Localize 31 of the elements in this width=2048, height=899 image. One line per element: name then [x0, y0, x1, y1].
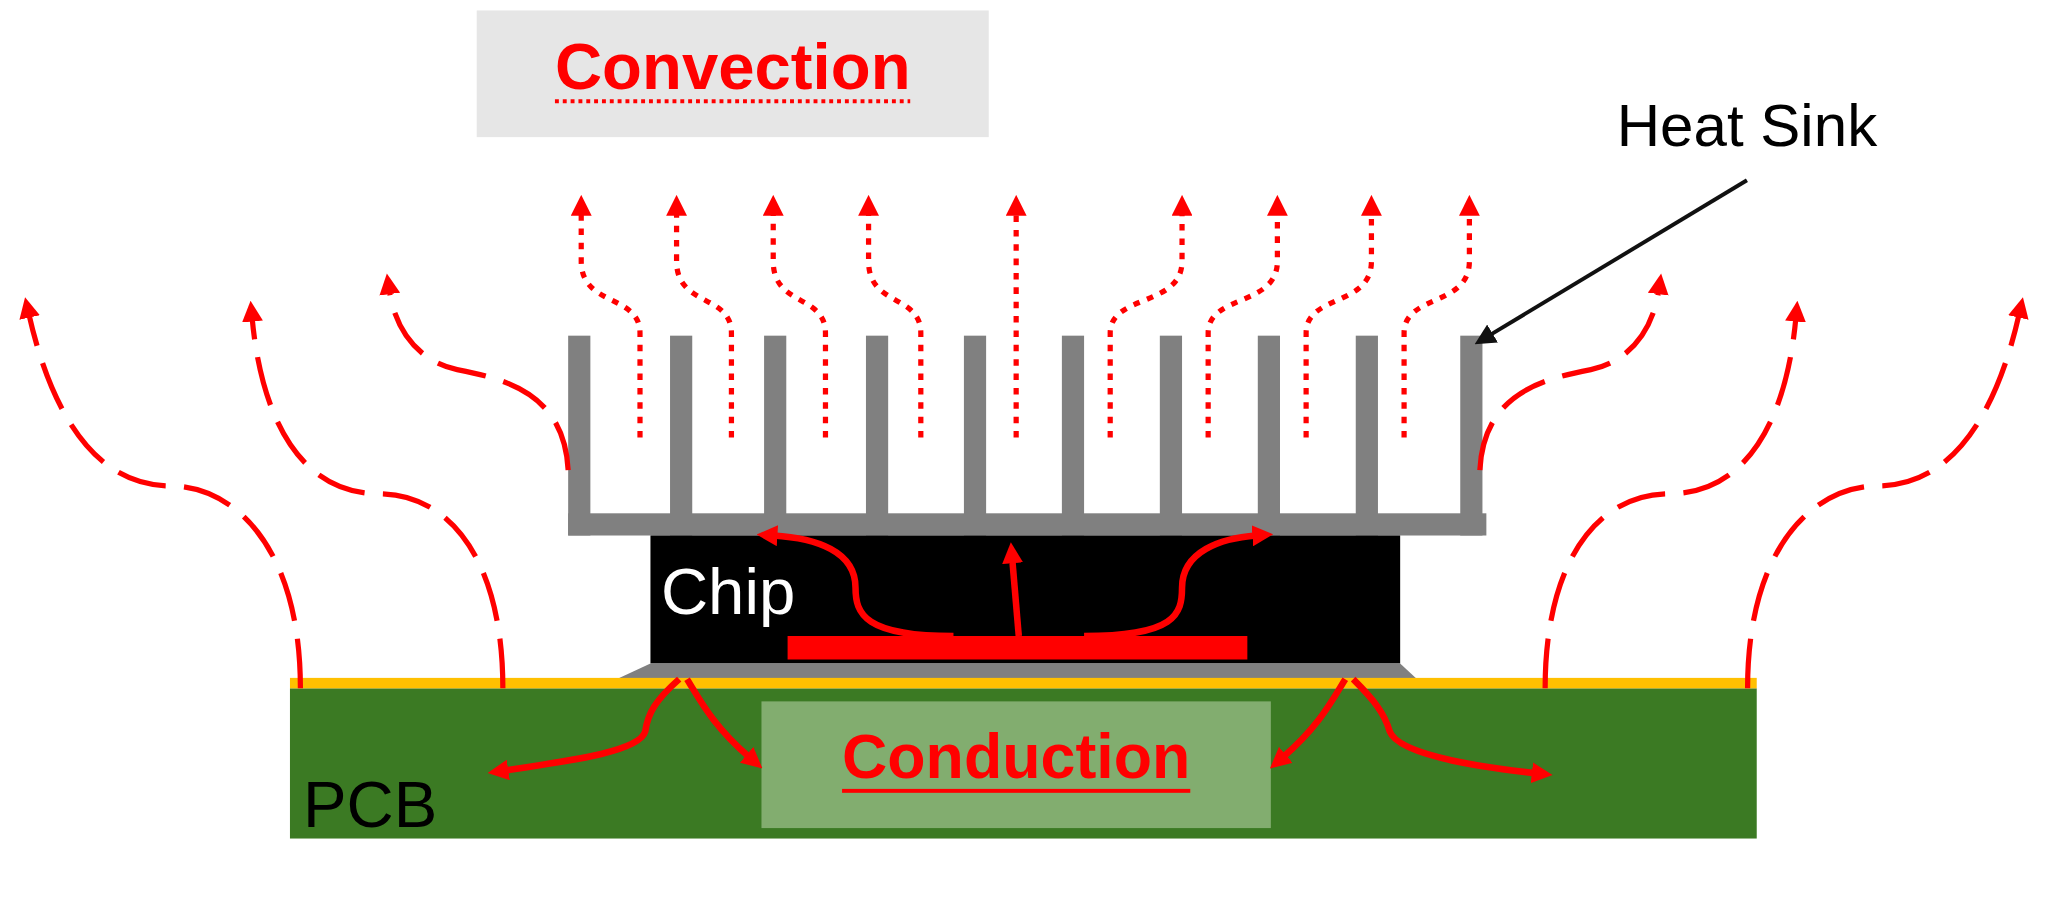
convection-label: Convection	[554, 33, 911, 105]
heat-flow-arrow	[1107, 194, 1193, 438]
heat-flow-arrow	[666, 194, 735, 438]
heat-flow-arrow	[1401, 194, 1480, 438]
heat-flow-arrow	[762, 194, 829, 438]
label-background	[476, 10, 989, 138]
heat-flow-arrow	[1002, 542, 1023, 637]
heat-flow-arrow	[19, 297, 303, 689]
heat-sink-drawing	[568, 335, 1487, 536]
heat-flow-arrow	[858, 194, 924, 438]
leader-line	[1474, 178, 1748, 345]
heat-flow-arrow	[1270, 677, 1349, 769]
heat-flow-arrow	[1005, 194, 1027, 438]
heat-flow-arrow	[570, 194, 643, 438]
heat-flow-arrow	[1542, 300, 1806, 689]
heat-flow-arrow	[1350, 676, 1553, 784]
pcb-board	[289, 688, 1757, 839]
heat-flow-arrow	[1205, 194, 1288, 438]
pcb-label: PCB	[303, 771, 438, 838]
chip-body	[650, 535, 1401, 664]
label-background	[761, 701, 1271, 829]
heat-flow-arrow	[487, 676, 682, 781]
heat-flow-arrow	[1745, 297, 2029, 689]
heat-flow-arrow	[1477, 273, 1669, 471]
heat-sink-label: Heat Sink	[1616, 95, 1878, 156]
heat-flow-arrow	[684, 677, 763, 769]
heat-flow-arrow	[1303, 194, 1382, 438]
conduction-label: Conduction	[842, 725, 1191, 793]
chip-label: Chip	[660, 559, 796, 625]
heat-flow-arrow	[379, 273, 571, 471]
heat-flow-arrow	[242, 300, 506, 689]
